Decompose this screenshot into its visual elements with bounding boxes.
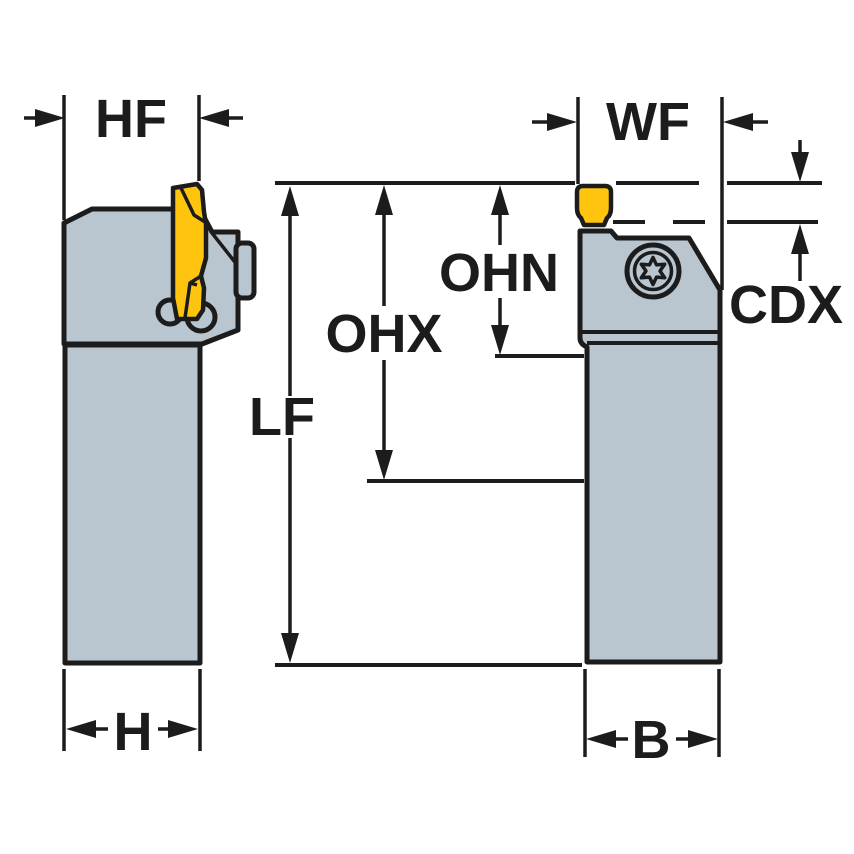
dim-label-h: H (114, 702, 153, 762)
right-view-body (577, 228, 723, 665)
torx-star-icon (639, 255, 667, 287)
hf-arrow-right-icon (199, 109, 229, 127)
reference-lines (62, 95, 822, 757)
ohn-arrow-up-icon (491, 185, 509, 215)
left-view-insert-facet-line (183, 274, 202, 319)
h-arrow-right-icon (168, 720, 198, 738)
dim-label-ohx: OHX (325, 304, 442, 364)
lf-arrow-up-icon (281, 186, 299, 216)
dimension-annotations: HF WF LF OHX OHN (24, 89, 843, 770)
ohx-arrow-down-icon (375, 450, 393, 480)
dim-b: B (586, 710, 718, 770)
dim-wf: WF (532, 92, 768, 152)
hf-arrow-left-icon (35, 109, 65, 127)
b-arrow-right-icon (688, 730, 718, 748)
cdx-arrow-down-icon (791, 152, 809, 182)
dim-label-wf: WF (606, 92, 690, 152)
torx-screw-icon (624, 242, 682, 300)
dim-ohn: OHN (439, 185, 559, 355)
b-extension-lines (583, 669, 721, 757)
dim-label-cdx: CDX (729, 275, 843, 335)
dim-label-hf: HF (95, 89, 167, 149)
cdx-arrow-up-icon (791, 224, 809, 254)
ohn-arrow-down-icon (491, 325, 509, 355)
wf-extension-lines (576, 97, 724, 290)
wf-arrow-left-icon (547, 113, 577, 131)
dim-label-ohn: OHN (439, 243, 559, 303)
dim-ohx: OHX (325, 185, 443, 480)
hf-extension-lines (62, 95, 201, 220)
dim-label-lf: LF (249, 387, 315, 447)
dim-lf: LF (249, 186, 315, 663)
dim-hf: HF (24, 89, 243, 149)
lf-arrow-down-icon (281, 633, 299, 663)
h-arrow-left-icon (66, 720, 96, 738)
ohx-arrow-up-icon (375, 185, 393, 215)
dim-label-b: B (632, 710, 671, 770)
left-view-clamp-knob (233, 240, 257, 301)
b-arrow-left-icon (586, 730, 616, 748)
h-extension-lines (62, 669, 202, 751)
right-view-insert (574, 183, 614, 228)
left-view-shank (62, 342, 203, 666)
dim-cdx: CDX (729, 140, 843, 335)
right-view (574, 183, 723, 665)
dim-h: H (66, 702, 198, 762)
left-view (61, 181, 257, 666)
left-view-insert-edge-line (179, 187, 206, 224)
wf-arrow-right-icon (723, 113, 753, 131)
torx-screw-inner-ring (632, 250, 674, 292)
